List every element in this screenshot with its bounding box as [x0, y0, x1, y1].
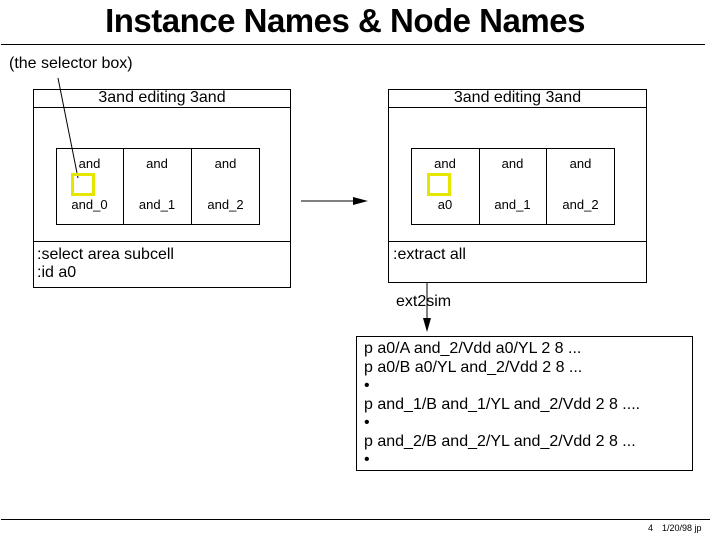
- right-cell-array: [411, 148, 615, 225]
- left-cell-2-type: and: [214, 156, 237, 171]
- footer-page-number: 4: [648, 523, 654, 533]
- sim-ellipsis-3: •: [364, 451, 370, 468]
- selector-pointer-line: [57, 77, 79, 179]
- right-cell-2-type: and: [569, 156, 592, 171]
- page-title: Instance Names & Node Names: [105, 2, 585, 39]
- left-cell-array: [56, 148, 260, 225]
- left-cell-divider-1: [123, 148, 124, 225]
- left-cell-0-instance: and_0: [71, 197, 108, 212]
- sim-line-4: p and_2/B and_2/YL and_2/Vdd 2 8 ...: [364, 432, 636, 450]
- left-window-header: [33, 89, 291, 108]
- left-command-1: :select area subcell: [37, 246, 174, 263]
- selector-box-note: (the selector box): [9, 55, 133, 72]
- right-cell-2-instance: and_2: [562, 197, 599, 212]
- sim-output-box: [356, 336, 693, 471]
- footer-date-author: 1/20/98 jp: [662, 523, 702, 533]
- left-cell-2-instance: and_2: [207, 197, 244, 212]
- sim-ellipsis-2: •: [364, 414, 370, 431]
- sim-ellipsis-1: •: [364, 377, 370, 394]
- right-cell-1-type: and: [501, 156, 524, 171]
- right-window-title: 3and editing 3and: [453, 89, 582, 106]
- left-command-2: :id a0: [37, 264, 77, 281]
- left-cell-1-type: and: [146, 156, 168, 171]
- left-cell-divider-2: [191, 148, 192, 225]
- sim-output-lines: p a0/A and_2/Vdd a0/YL 2 8 ... p a0/B a0…: [364, 340, 640, 470]
- ext2sim-arrow-head: [423, 318, 431, 332]
- left-cell-0-type: and: [78, 156, 101, 171]
- transform-arrow-head: [353, 197, 368, 205]
- left-command-area: [33, 241, 291, 288]
- right-cell-divider-2: [546, 148, 547, 225]
- footer-rule: [1, 519, 710, 520]
- left-selector-box[interactable]: [71, 173, 95, 196]
- right-cell-0-type: and: [434, 156, 456, 171]
- right-window-header: [388, 89, 647, 108]
- right-command-area: [388, 241, 647, 283]
- ext2sim-label: ext2sim: [396, 293, 452, 310]
- sim-line-1: p a0/A and_2/Vdd a0/YL 2 8 ...: [364, 340, 582, 357]
- title-underline: [1, 44, 705, 45]
- left-window-title: 3and editing 3and: [98, 89, 226, 106]
- left-cell-1-instance: and_1: [138, 197, 176, 212]
- right-cell-divider-1: [479, 148, 480, 225]
- right-cell-1-instance: and_1: [494, 197, 531, 212]
- sim-line-2: p a0/B a0/YL and_2/Vdd 2 8 ...: [364, 358, 583, 376]
- right-cell-0-instance: a0: [437, 197, 453, 212]
- right-command-1: :extract all: [393, 246, 466, 263]
- sim-line-3: p and_1/B and_1/YL and_2/Vdd 2 8 ....: [364, 395, 641, 413]
- right-selector-box[interactable]: [427, 173, 451, 196]
